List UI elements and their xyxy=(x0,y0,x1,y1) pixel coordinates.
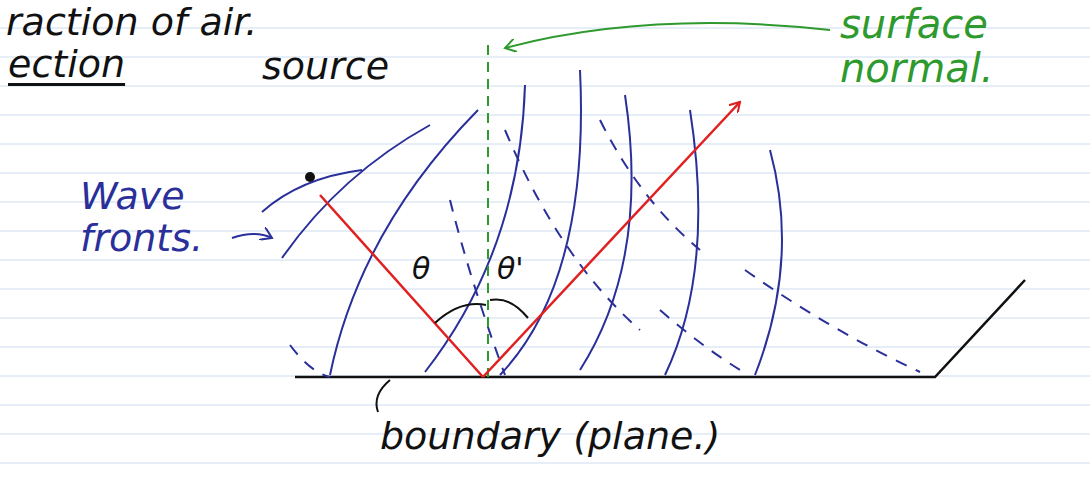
angle-arc xyxy=(490,299,528,318)
wave-front xyxy=(665,110,698,375)
heading-fragment: raction of air. xyxy=(6,2,257,44)
angle-arc xyxy=(435,304,486,323)
wave-front xyxy=(755,150,782,375)
ruled-line xyxy=(0,347,1090,348)
ruled-line xyxy=(0,144,1090,145)
ruled-line xyxy=(0,115,1090,116)
wave-front xyxy=(262,170,362,212)
source-dot xyxy=(305,172,315,182)
pointer-hook xyxy=(377,380,391,412)
leader-arrow xyxy=(505,23,830,48)
ruled-line xyxy=(0,260,1090,261)
normal-label: surface normal. xyxy=(840,2,1060,90)
reflected-wave-front xyxy=(745,270,920,372)
angle-label: θ' xyxy=(497,252,524,285)
boundary-line xyxy=(295,280,1025,377)
source-label: source xyxy=(262,46,389,88)
reflected-wave-front xyxy=(290,345,330,377)
wave-fronts-label: Wave fronts. xyxy=(80,176,230,260)
boundary-label: boundary (plane.) xyxy=(380,416,720,458)
ruled-line xyxy=(0,289,1090,290)
wave-front xyxy=(580,95,632,370)
wave-front xyxy=(500,70,581,375)
ruled-line xyxy=(0,463,1090,464)
ruled-lines xyxy=(0,28,1090,463)
reflected-ray xyxy=(483,102,740,377)
wave-fronts xyxy=(262,70,782,375)
angle-label: θ xyxy=(412,252,430,285)
surface-normal xyxy=(487,45,489,377)
ruled-line xyxy=(0,405,1090,406)
wave-front xyxy=(330,110,478,375)
ruled-line xyxy=(0,318,1090,319)
leader-arrow xyxy=(232,234,272,238)
reflected-wave-front xyxy=(660,310,740,370)
section-heading: ection xyxy=(8,44,125,86)
reflected-wave-front xyxy=(600,120,700,250)
wave-front xyxy=(282,125,430,258)
ruled-line xyxy=(0,173,1090,174)
incident-ray xyxy=(320,195,483,377)
reflected-wave-fronts xyxy=(290,120,920,377)
